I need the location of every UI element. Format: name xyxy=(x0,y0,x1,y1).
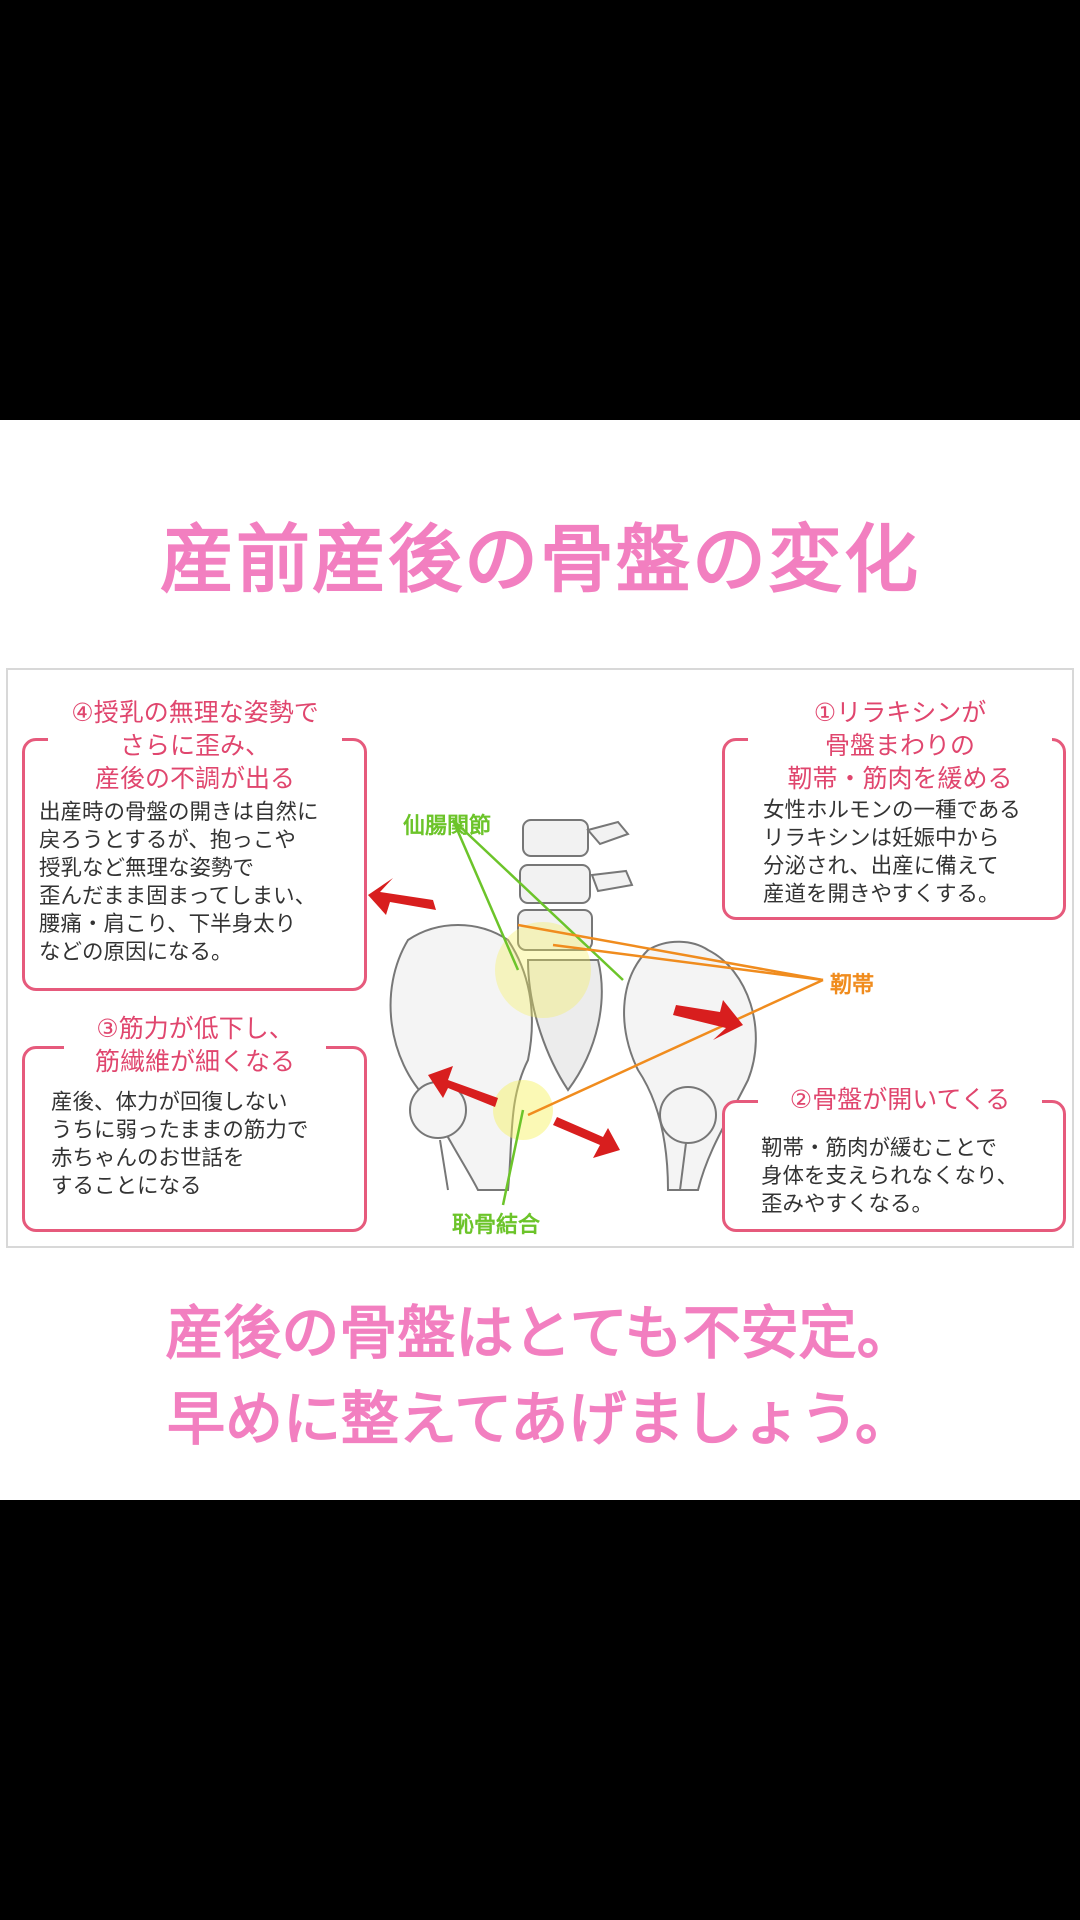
pelvis-diagram: 出産時の骨盤の開きは自然に 戻ろうとするが、抱っこや 授乳など無理な姿勢で 歪ん… xyxy=(6,668,1074,1248)
label-sacroiliac: 仙腸関節 xyxy=(403,814,492,839)
label-pubic-symphysis: 恥骨結合 xyxy=(452,1213,541,1238)
info-box-4-heading: ④授乳の無理な姿勢で さらに歪み、 産後の不調が出る xyxy=(48,696,342,795)
content-panel: 産前産後の骨盤の変化 xyxy=(0,420,1080,1500)
left-ilium-icon xyxy=(389,924,533,1191)
info-box-1-body: 女性ホルモンの一種である リラキシンは妊娠中から 分泌され、出産に備えて 産道を… xyxy=(763,798,1021,907)
spine-icon xyxy=(517,819,634,951)
info-box-2-body: 靭帯・筋肉が緩むことで 身体を支えられなくなり、 歪みやすくなる。 xyxy=(761,1136,1019,1217)
info-box-4-body: 出産時の骨盤の開きは自然に 戻ろうとするが、抱っこや 授乳など無理な姿勢で 歪ん… xyxy=(39,800,319,965)
info-box-1-heading: ①リラキシンが 骨盤まわりの 靭帯・筋肉を緩める xyxy=(748,696,1052,795)
bottom-message: 産後の骨盤はとても不安定。 早めに整えてあげましょう。 xyxy=(0,1290,1080,1462)
label-ligament: 靭帯 xyxy=(830,973,875,998)
info-box-2-heading: ②骨盤が開いてくる xyxy=(758,1083,1042,1116)
bottom-message-line2: 早めに整えてあげましょう。 xyxy=(167,1385,913,1453)
info-box-3-body: 産後、体力が回復しない うちに弱ったままの筋力で 赤ちゃんのお世話を することに… xyxy=(51,1090,309,1199)
info-box-3-heading: ③筋力が低下し、 筋繊維が細くなる xyxy=(64,1012,326,1078)
bottom-message-line1: 産後の骨盤はとても不安定。 xyxy=(165,1299,915,1367)
info-box-2: 靭帯・筋肉が緩むことで 身体を支えられなくなり、 歪みやすくなる。 xyxy=(722,1100,1066,1232)
page-title: 産前産後の骨盤の変化 xyxy=(160,517,920,603)
